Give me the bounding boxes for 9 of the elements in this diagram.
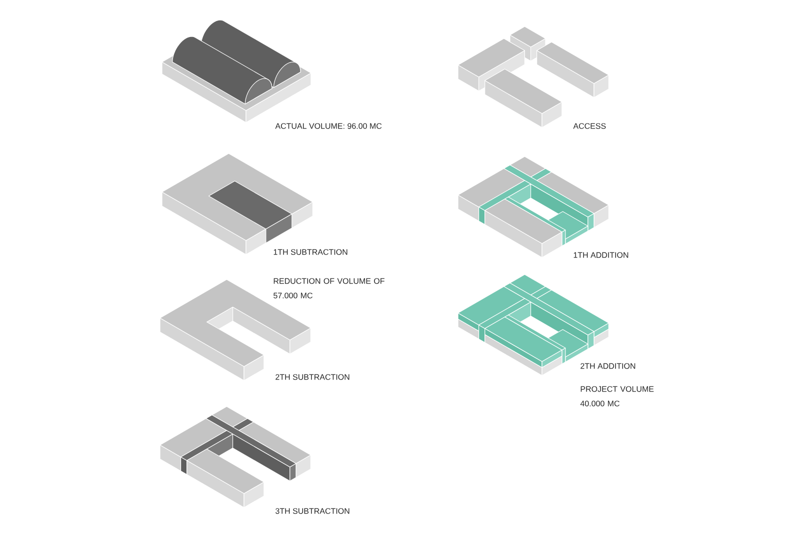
caption: 3TH SUBTRACTION [276,508,350,514]
caption: 2TH ADDITION [580,363,636,369]
caption: 2TH SUBTRACTION [276,374,350,380]
caption: 1TH ADDITION [574,252,628,258]
caption: ACTUAL VOLUME: 96.00 MC [275,123,382,129]
caption: 1TH SUBTRACTION [274,249,348,255]
caption: REDUCTION OF VOLUME OF 57.000 MC [274,278,384,298]
caption: ACCESS [573,123,606,129]
caption: PROJECT VOLUME 40.000 MC [580,386,654,406]
